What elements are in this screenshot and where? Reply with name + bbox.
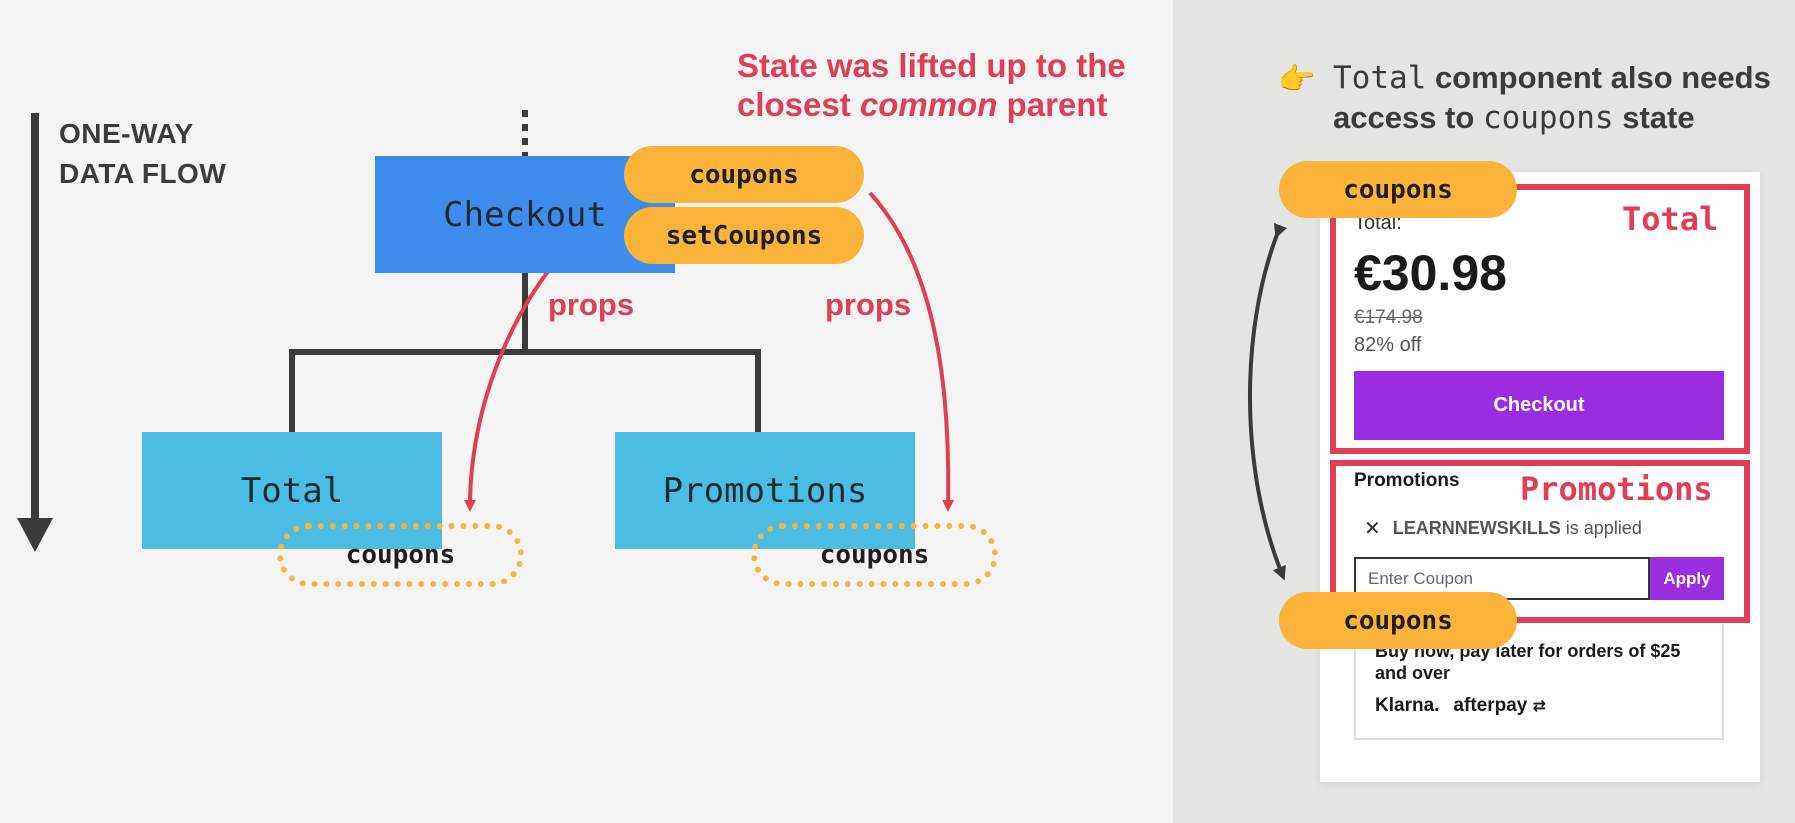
props-label-right: props [825,287,912,322]
shared-state-arrow [1248,222,1288,581]
hint-text: Total component also needs access to cou… [1333,58,1771,138]
hint-text1: component also needs [1426,60,1771,95]
original-price: €174.98 [1354,307,1423,328]
lifted-note-pre: closest [737,86,860,123]
payment-logos: Klarna. afterpay ⇄ [1375,695,1546,717]
props-arrow-right [868,191,955,512]
promotions-frame-title: Promotions [1520,470,1713,508]
diagram-panel [0,0,1173,823]
total-coupons-pill: coupons [1279,161,1517,218]
one-way-data-flow-label: ONE-WAY DATA FLOW [59,114,226,194]
total-price: €30.98 [1354,245,1507,301]
afterpay-logo: afterpay ⇄ [1453,695,1547,716]
hint-text2-pre: access to [1333,100,1483,135]
promotions-heading: Promotions [1354,470,1460,491]
remove-coupon-icon[interactable]: ✕ [1364,518,1381,540]
set-coupons-state-pill: setCoupons [624,207,864,264]
data-flow-arrowhead [17,518,53,552]
hint-line2: access to coupons state [1333,98,1771,138]
lifted-note-emphasis: common [859,86,998,123]
promotions-coupons-pill: coupons [1279,592,1517,649]
pointing-hand-icon: 👉 [1278,63,1316,96]
apply-coupon-button[interactable]: Apply [1650,557,1724,600]
lifted-note-post: parent [997,86,1108,123]
checkout-component: Checkout [375,156,675,273]
coupons-state-pill: coupons [624,146,864,203]
total-component: Total [142,432,442,549]
tree-branch [289,349,761,432]
afterpay-logo-text: afterpay [1453,695,1528,716]
promotions-coupons-prop: coupons [751,523,998,587]
pay-later-box [1354,624,1724,740]
hint-code-coupons: coupons [1482,100,1614,136]
promotions-component-frame [1330,460,1750,623]
hint-line1: Total component also needs [1333,58,1771,98]
total-frame-title: Total [1622,200,1719,238]
applied-coupon: ✕ LEARNNEWSKILLS is applied [1364,516,1642,541]
lifted-note-line1: State was lifted up to the [737,47,1126,84]
applied-coupon-code: LEARNNEWSKILLS [1392,518,1561,538]
applied-coupon-suffix: is applied [1565,518,1642,538]
lifted-note-line2: closest common parent [737,85,1126,124]
flow-label-line1: ONE-WAY [59,118,194,149]
checkout-card [1320,172,1760,782]
checkout-button[interactable]: Checkout [1354,371,1724,440]
flow-label-line2: DATA FLOW [59,158,227,189]
discount-label: 82% off [1354,334,1422,356]
hint-text2-post: state [1613,100,1695,135]
hint-code-total: Total [1333,60,1427,96]
total-coupons-prop: coupons [277,523,524,587]
props-label-left: props [548,287,635,322]
klarna-logo: Klarna. [1375,695,1440,716]
total-component-frame [1330,184,1750,454]
lifted-state-note: State was lifted up to the closest commo… [737,46,1126,124]
